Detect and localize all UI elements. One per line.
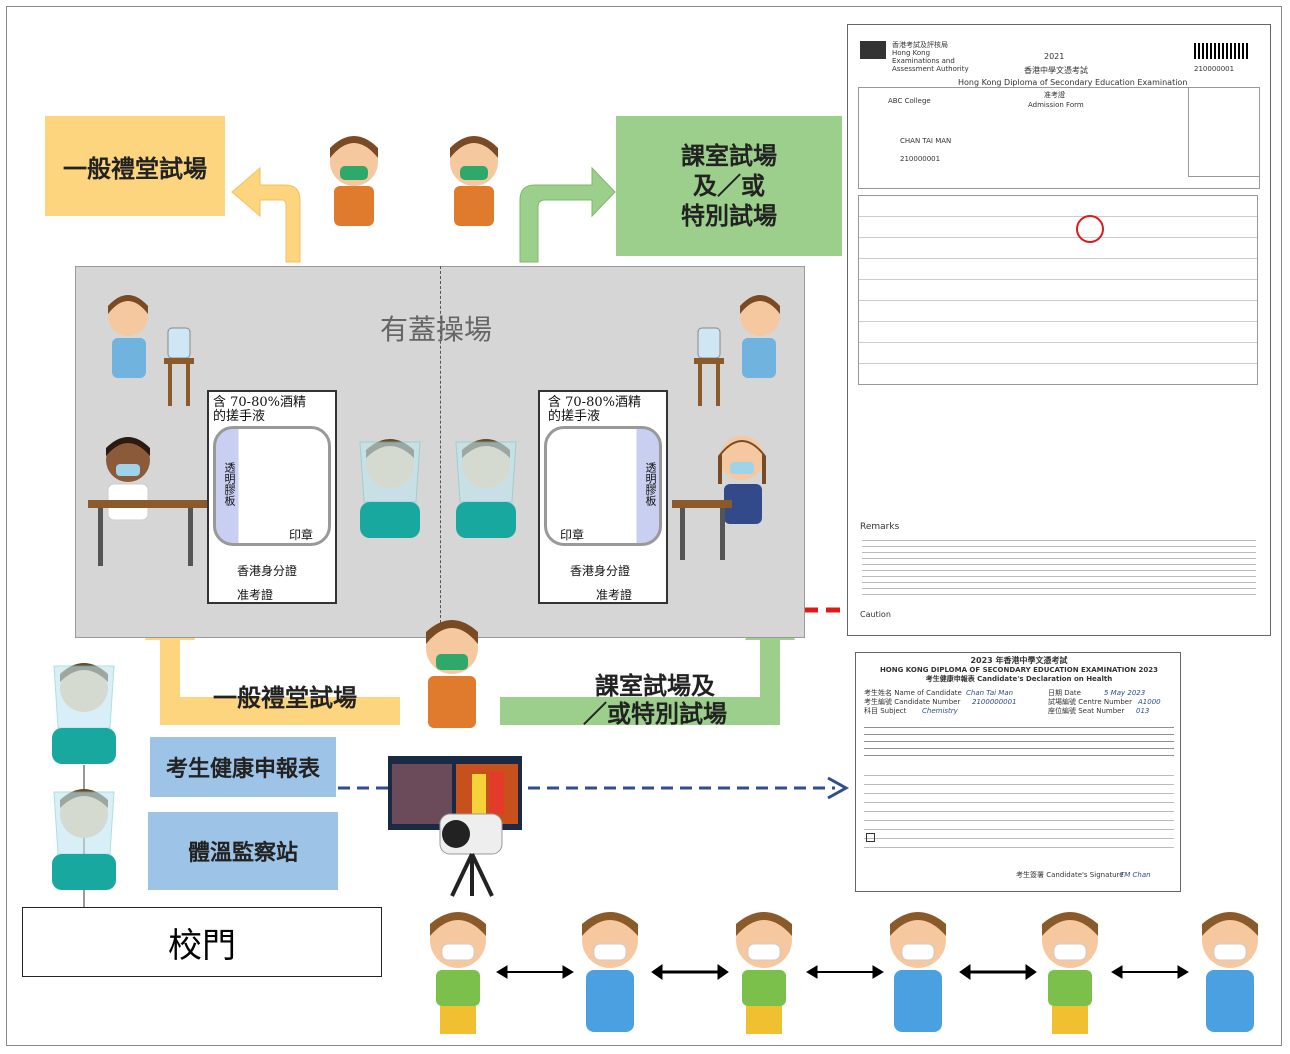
hall-label-top: 一般禮堂試場 xyxy=(45,116,225,216)
subject-label: 科目 Subject xyxy=(864,707,907,715)
desk-layout-card-right: 含 70-80%酒精的搓手液 透明膠板 印章 香港身分證 准考證 xyxy=(538,390,668,604)
form-title-en: Hong Kong Diploma of Secondary Education… xyxy=(958,78,1188,87)
student-queue xyxy=(418,900,1278,1040)
temperature-station-label: 體溫監察站 xyxy=(148,812,338,890)
hand-sanitizer-station-icon xyxy=(108,295,194,406)
invigilator-face-shield-icon xyxy=(455,439,517,538)
seat-number-value: 013 xyxy=(1136,707,1150,715)
stamp-icon xyxy=(1076,215,1104,243)
sanitizer-label: 含 70-80%酒精的搓手液 xyxy=(213,395,306,424)
covered-playground-label: 有蓋操場 xyxy=(380,313,493,346)
yellow-arrow-top xyxy=(231,166,301,263)
queue-arrows xyxy=(496,964,1189,980)
declaration-text xyxy=(864,721,1174,761)
admission-label: 准考證 xyxy=(596,588,633,602)
hand-sanitizer-station-icon xyxy=(694,295,780,406)
health-heading-zh: 2023 年香港中學文憑考試 xyxy=(970,656,1068,665)
photo-box xyxy=(1188,87,1260,177)
hkeaa-logo xyxy=(860,41,886,59)
remarks-text xyxy=(862,535,1256,599)
queue-student-icon xyxy=(1042,912,1098,1034)
health-heading-en: HONG KONG DIPLOMA OF SECONDARY EDUCATION… xyxy=(879,666,1159,674)
staff-face-shield-icon xyxy=(52,663,116,764)
candidate-no-value: 210000001 xyxy=(900,155,941,163)
health-form-label: 考生健康申報表 xyxy=(150,737,336,797)
hkid-label: 香港身分證 xyxy=(237,564,298,578)
hkid-label: 香港身分證 xyxy=(570,564,631,578)
barcode-number: 210000001 xyxy=(1194,65,1235,73)
stamp-label: 印章 xyxy=(289,528,314,542)
name-of-candidate-label: 考生姓名 Name of Candidate xyxy=(864,689,962,697)
centre-number-label: 試場編號 Centre Number xyxy=(1048,698,1132,706)
exam-timetable xyxy=(858,195,1258,385)
subject-value: Chemistry xyxy=(922,707,958,715)
student-mask-icon xyxy=(330,136,378,226)
thermal-camera-icon xyxy=(388,756,522,897)
queue-student-icon xyxy=(430,912,486,1034)
queue-student-icon xyxy=(736,912,792,1034)
seat-number-label: 座位編號 Seat Number xyxy=(1048,707,1125,715)
form-name-zh: 准考證 xyxy=(1044,91,1065,99)
queue-student-icon xyxy=(890,912,946,1032)
form-year: 2021 xyxy=(1044,52,1065,61)
health-conditions-text xyxy=(864,767,1174,855)
form-name-en: Admission Form xyxy=(1028,101,1084,109)
health-subtitle: 考生健康申報表 Candidate's Declaration on Healt… xyxy=(925,675,1113,683)
remarks-label: Remarks xyxy=(860,522,900,532)
classroom-top-line2: 及／或 xyxy=(693,171,765,200)
classroom-bottom-line1: 課室試場及 xyxy=(595,671,715,700)
candidate-number-value: 2100000001 xyxy=(972,698,1017,706)
blue-arrowhead xyxy=(827,776,850,800)
green-arrow-top xyxy=(519,166,616,263)
classroom-label-top: 課室試場 及／或 特別試場 xyxy=(616,116,842,256)
shield-label: 透明膠板 xyxy=(223,462,236,506)
shield-label: 透明膠板 xyxy=(644,462,657,506)
barcode-icon xyxy=(1194,43,1250,59)
classroom-top-line1: 課室試場 xyxy=(681,141,777,170)
candidate-number-label: 考生編號 Candidate Number xyxy=(864,698,961,706)
school-value: ABC College xyxy=(888,97,931,105)
student-mask-icon xyxy=(450,136,498,226)
date-value: 5 May 2023 xyxy=(1104,689,1146,697)
health-declaration-document: 2023 年香港中學文憑考試 HONG KONG DIPLOMA OF SECO… xyxy=(855,652,1181,892)
date-label: 日期 Date xyxy=(1048,689,1081,697)
student-mask-icon xyxy=(426,620,478,728)
stamp-label: 印章 xyxy=(560,528,585,542)
sanitizer-label: 含 70-80%酒精的搓手液 xyxy=(548,395,641,424)
seated-student-icon xyxy=(88,437,208,566)
diagram-frame xyxy=(6,6,1282,1046)
centre-number-value: A1000 xyxy=(1138,698,1161,706)
hall-label-bottom: 一般禮堂試場 xyxy=(213,682,357,712)
school-gate-label: 校門 xyxy=(22,907,382,977)
condition-checkbox xyxy=(866,833,875,842)
signature-label: 考生簽署 Candidate's Signature xyxy=(1016,871,1124,879)
queue-student-icon xyxy=(582,912,638,1032)
classroom-label-bottom: 課室試場及 ／或特別試場 xyxy=(560,670,750,730)
name-of-candidate-value: Chan Tai Man xyxy=(966,689,1014,697)
caution-label: Caution xyxy=(860,610,891,619)
staff-face-shield-icon xyxy=(52,789,116,890)
playground-divider xyxy=(440,266,441,638)
classroom-bottom-line2: ／或特別試場 xyxy=(583,699,727,728)
form-title-zh: 香港中學文憑考試 xyxy=(1024,66,1088,75)
seated-student-icon xyxy=(672,436,766,560)
invigilator-face-shield-icon xyxy=(359,439,421,538)
name-value: CHAN TAI MAN xyxy=(900,137,952,145)
admission-label: 准考證 xyxy=(237,588,274,602)
signature-value: TM Chan xyxy=(1120,871,1151,879)
plastic-shield xyxy=(544,426,662,546)
classroom-top-line3: 特別試場 xyxy=(681,201,777,230)
queue-student-icon xyxy=(1202,912,1258,1032)
plastic-shield xyxy=(213,426,331,546)
desk-layout-card-left: 含 70-80%酒精的搓手液 透明膠板 印章 香港身分證 准考證 xyxy=(207,390,337,604)
